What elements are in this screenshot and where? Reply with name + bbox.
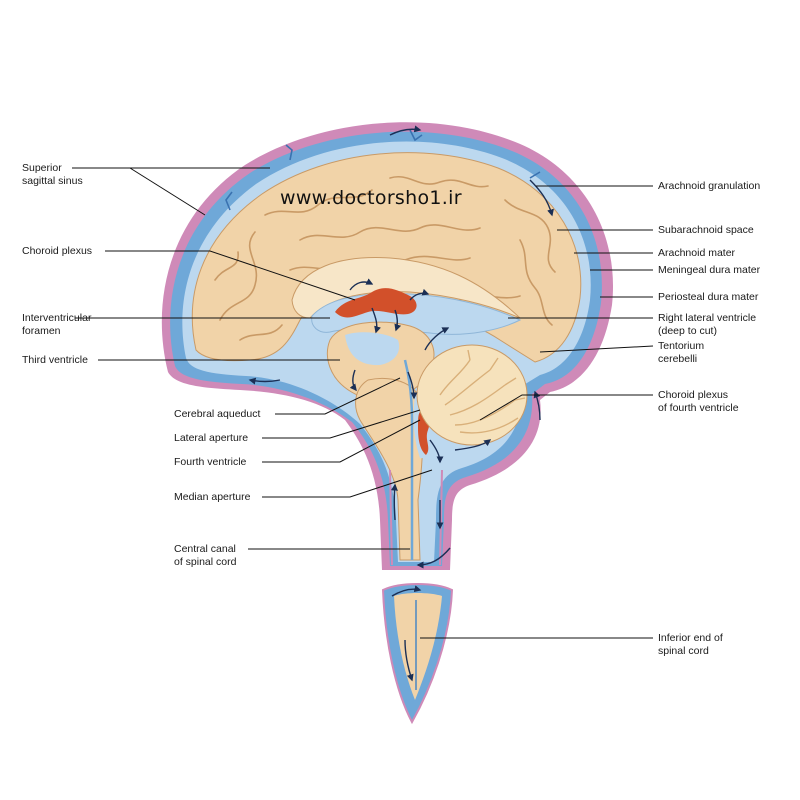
label-inferior-end-spinal-cord: Inferior end of spinal cord bbox=[658, 632, 723, 657]
label-periosteal-dura-mater: Periosteal dura mater bbox=[658, 291, 759, 303]
brainstem bbox=[355, 377, 424, 561]
choroid-plexus bbox=[335, 288, 417, 318]
label-tentorium-cerebelli: Tentorium cerebelli bbox=[658, 340, 705, 365]
label-third-ventricle: Third ventricle bbox=[22, 354, 88, 366]
label-fourth-ventricle: Fourth ventricle bbox=[174, 456, 247, 468]
spinal-cord-lower bbox=[394, 593, 442, 700]
label-median-aperture: Median aperture bbox=[174, 491, 251, 503]
watermark-text: www.doctorsho1.ir bbox=[280, 187, 462, 209]
leader-lines bbox=[72, 167, 654, 639]
label-central-canal: Central canal of spinal cord bbox=[174, 543, 237, 568]
label-choroid-plexus-fourth-ventricle: Choroid plexus of fourth ventricle bbox=[658, 389, 739, 414]
sagittal-sinus-veins bbox=[225, 129, 541, 211]
label-choroid-plexus: Choroid plexus bbox=[22, 245, 93, 257]
label-interventricular-foramen: Interventricular foramen bbox=[22, 312, 92, 337]
label-arachnoid-mater: Arachnoid mater bbox=[658, 247, 736, 259]
label-lateral-aperture: Lateral aperture bbox=[174, 432, 249, 444]
cerebellum bbox=[416, 344, 528, 446]
label-cerebral-aqueduct: Cerebral aqueduct bbox=[174, 408, 261, 420]
label-subarachnoid-space: Subarachnoid space bbox=[658, 224, 754, 236]
label-right-lateral-ventricle: Right lateral ventricle (deep to cut) bbox=[658, 312, 757, 337]
third-ventricle bbox=[345, 332, 400, 366]
label-superior-sagittal-sinus: Superior sagittal sinus bbox=[22, 162, 83, 187]
label-arachnoid-granulation: Arachnoid granulation bbox=[658, 180, 761, 192]
label-meningeal-dura-mater: Meningeal dura mater bbox=[658, 264, 761, 276]
csf-flow-arrows bbox=[248, 125, 554, 682]
